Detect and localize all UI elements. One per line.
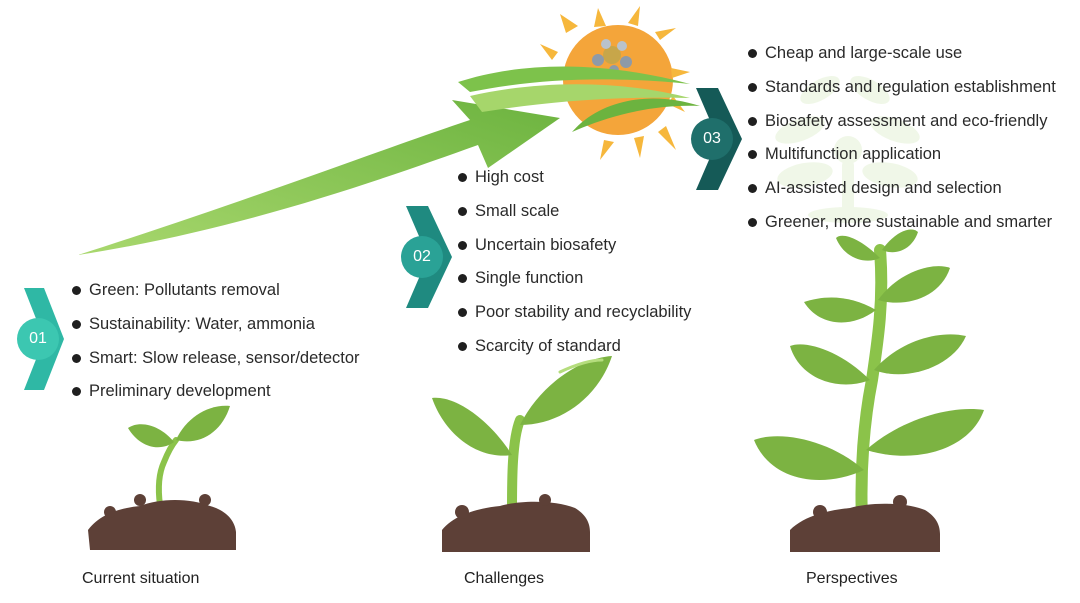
perspectives-list: Cheap and large-scale use Standards and …	[748, 43, 1056, 246]
list-item: Single function	[458, 268, 691, 302]
list-item: Multifunction application	[748, 144, 1056, 178]
step-01-chevron	[17, 288, 64, 390]
list-item: Standards and regulation establishment	[748, 77, 1056, 111]
tree-watermark-icon	[775, 76, 920, 223]
list-item: AI-assisted design and selection	[748, 178, 1056, 212]
caption-perspectives: Perspectives	[806, 570, 898, 587]
list-item: High cost	[458, 167, 691, 201]
step-03-chevron	[691, 88, 742, 190]
step-number-01: 01	[29, 330, 47, 347]
list-item: Small scale	[458, 201, 691, 235]
list-item: Biosafety assessment and eco-friendly	[748, 111, 1056, 145]
growth-arrow	[78, 66, 700, 255]
list-item: Poor stability and recyclability	[458, 302, 691, 336]
list-item: Sustainability: Water, ammonia	[72, 314, 360, 348]
list-item: Smart: Slow release, sensor/detector	[72, 348, 360, 382]
seedling-plant-icon	[432, 356, 612, 552]
caption-current-situation: Current situation	[82, 570, 200, 587]
list-item: Uncertain biosafety	[458, 235, 691, 269]
current-situation-list: Green: Pollutants removal Sustainability…	[72, 280, 360, 415]
sprout-plant-icon	[88, 405, 236, 550]
list-item: Greener, more sustainable and smarter	[748, 212, 1056, 246]
list-item: Preliminary development	[72, 381, 360, 415]
step-number-02: 02	[413, 248, 431, 265]
list-item: Scarcity of standard	[458, 336, 691, 370]
list-item: Cheap and large-scale use	[748, 43, 1056, 77]
list-item: Green: Pollutants removal	[72, 280, 360, 314]
challenges-list: High cost Small scale Uncertain biosafet…	[458, 167, 691, 370]
step-number-03: 03	[703, 130, 721, 147]
grown-plant-icon	[754, 229, 984, 552]
step-02-chevron	[401, 206, 452, 308]
caption-challenges: Challenges	[464, 570, 545, 587]
